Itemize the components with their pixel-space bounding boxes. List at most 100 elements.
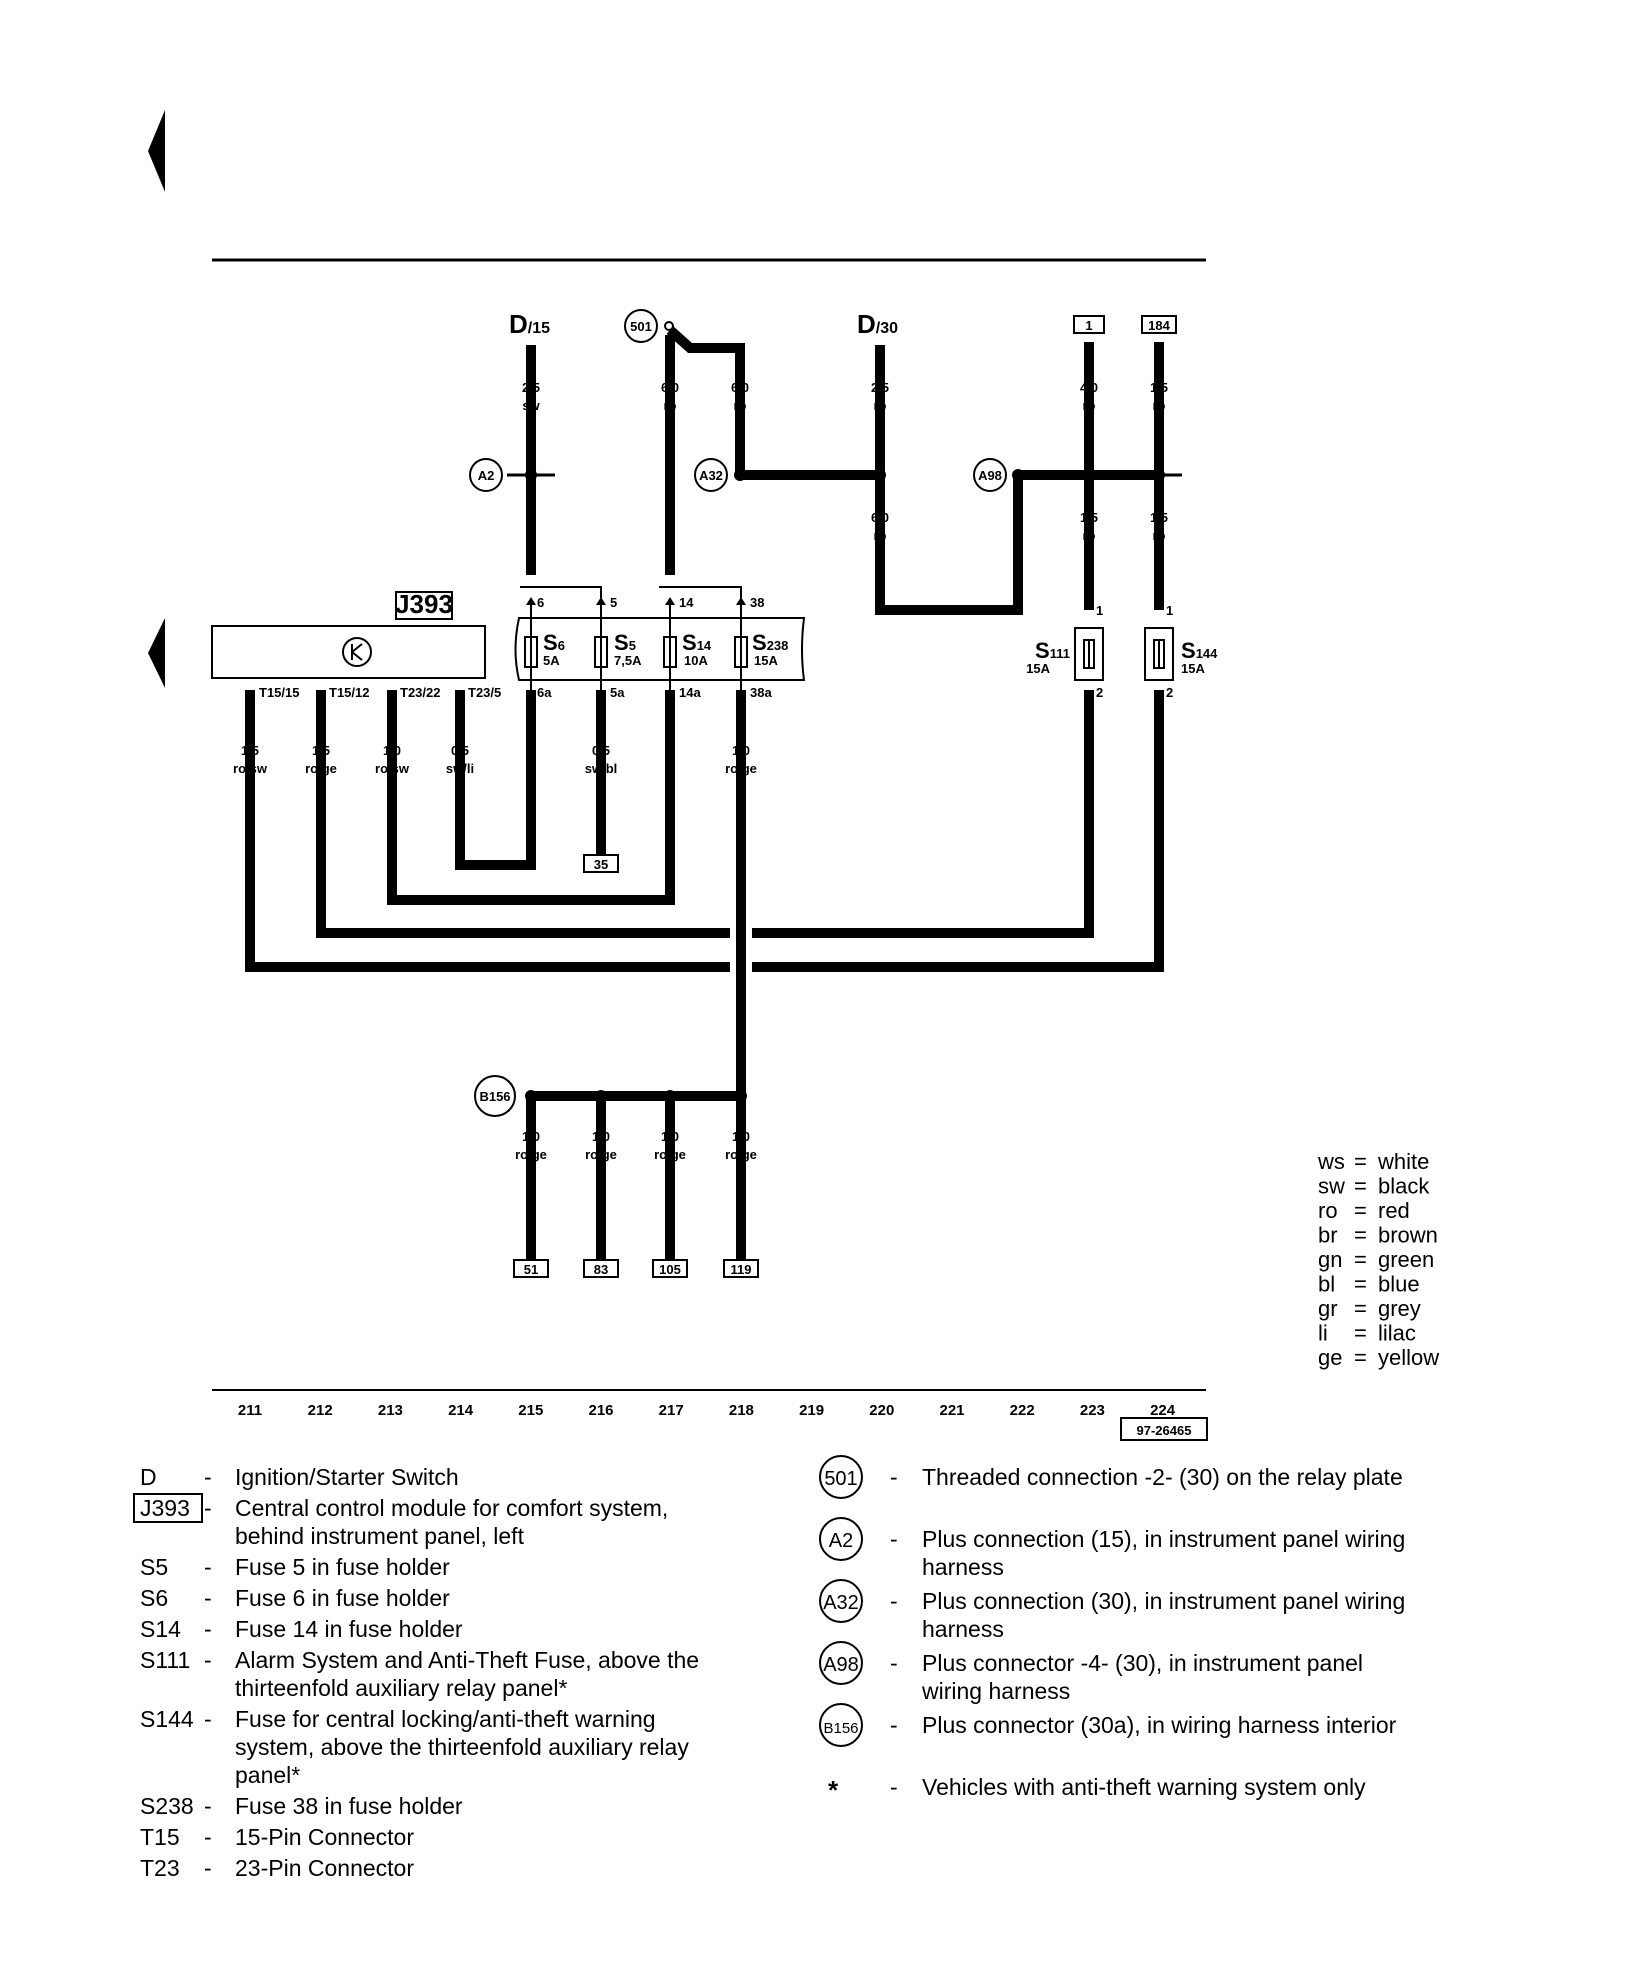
- previous-page-arrow-icon[interactable]: [148, 110, 165, 192]
- electronic-module-icon: [342, 637, 372, 667]
- svg-text:1,5: 1,5: [241, 743, 259, 758]
- color-code-abbrev: ws: [1317, 1149, 1345, 1174]
- svg-text:S111: S111: [1035, 638, 1070, 663]
- legend-key: T15: [140, 1824, 180, 1850]
- ref-box-119: 119: [723, 1259, 759, 1278]
- legend-item: A32-Plus connection (30), in instrument …: [819, 1579, 1405, 1642]
- wire-labels: 2,5sw 6,0ro 6,0ro 2,5ro 4,0ro 1,5ro 6,0r…: [233, 380, 1168, 1162]
- color-code-name: green: [1378, 1247, 1434, 1272]
- color-code-equals: =: [1354, 1247, 1367, 1272]
- ignition-switch-d15-label: D/15: [509, 309, 550, 339]
- legend-item: J393-Central control module for comfort …: [133, 1493, 668, 1549]
- svg-text:S6: S6: [543, 630, 565, 655]
- legend-dash: -: [204, 1616, 212, 1642]
- svg-text:1,5: 1,5: [1080, 510, 1098, 525]
- svg-text:38: 38: [750, 595, 764, 610]
- axis-tick-label: 224: [1150, 1402, 1176, 1419]
- color-code-abbrev: br: [1318, 1223, 1338, 1248]
- legend-key: S5: [140, 1554, 168, 1580]
- svg-text:6,0: 6,0: [661, 380, 679, 395]
- axis-tick-label: 212: [308, 1402, 333, 1419]
- svg-text:1,5: 1,5: [1150, 380, 1168, 395]
- svg-text:1: 1: [1166, 603, 1173, 618]
- legend-item: S14-Fuse 14 in fuse holder: [140, 1616, 463, 1642]
- legend-item: A2-Plus connection (15), in instrument p…: [819, 1517, 1405, 1580]
- legend-desc: Vehicles with anti-theft warning system …: [922, 1774, 1366, 1800]
- svg-text:1: 1: [1096, 603, 1103, 618]
- module-pins: T15/15 T15/12 T23/22 T23/5: [245, 685, 501, 700]
- svg-text:A98: A98: [978, 468, 1002, 483]
- axis-tick-label: 216: [588, 1402, 613, 1419]
- axis-tick-label: 220: [869, 1402, 894, 1419]
- ref-box-51: 51: [513, 1259, 549, 1278]
- svg-text:6: 6: [537, 595, 544, 610]
- svg-text:1,0: 1,0: [732, 743, 750, 758]
- legend-key: S144: [140, 1706, 194, 1732]
- color-code-name: black: [1378, 1174, 1430, 1199]
- svg-text:0,5: 0,5: [451, 743, 469, 758]
- svg-text:2: 2: [1096, 685, 1103, 700]
- color-code-abbrev: bl: [1318, 1272, 1335, 1297]
- color-code-name: blue: [1378, 1272, 1420, 1297]
- legend-item: S111-Alarm System and Anti-Theft Fuse, a…: [140, 1647, 699, 1701]
- color-code-name: white: [1377, 1149, 1429, 1174]
- svg-text:ro/sw: ro/sw: [233, 761, 268, 776]
- connector-a2: A2: [469, 458, 503, 492]
- svg-text:38a: 38a: [750, 685, 772, 700]
- legend-desc: Threaded connection -2- (30) on the rela…: [922, 1464, 1403, 1490]
- svg-text:T23/5: T23/5: [468, 685, 501, 700]
- svg-text:6,0: 6,0: [871, 510, 889, 525]
- svg-text:1,5: 1,5: [1150, 510, 1168, 525]
- fuse-s144: 1 S144 15A 2: [1144, 597, 1218, 700]
- svg-text:ro: ro: [664, 398, 677, 413]
- left-arrow-icon[interactable]: [148, 618, 165, 688]
- axis-tick-label: 214: [448, 1402, 474, 1419]
- svg-text:4,0: 4,0: [1080, 380, 1098, 395]
- svg-text:ro: ro: [874, 528, 887, 543]
- color-code-equals: =: [1354, 1174, 1367, 1199]
- svg-text:5a: 5a: [610, 685, 625, 700]
- svg-text:ro: ro: [1083, 398, 1096, 413]
- color-code-legend: ws=whitesw=blackro=redbr=browngn=greenbl…: [1317, 1149, 1439, 1370]
- legend-key: S6: [140, 1585, 168, 1611]
- legend-dash: -: [890, 1588, 898, 1614]
- color-code-equals: =: [1354, 1321, 1367, 1346]
- legend-desc: harness: [922, 1554, 1004, 1580]
- legend-desc: 15-Pin Connector: [235, 1824, 414, 1850]
- legend-item: S5-Fuse 5 in fuse holder: [140, 1554, 450, 1580]
- legend-key: J393: [140, 1495, 190, 1521]
- svg-text:14: 14: [679, 595, 694, 610]
- svg-text:97-26465: 97-26465: [1137, 1423, 1192, 1438]
- svg-text:14a: 14a: [679, 685, 701, 700]
- svg-text:184: 184: [1148, 318, 1170, 333]
- legend-key: 501: [824, 1468, 857, 1490]
- color-code-abbrev: gn: [1318, 1247, 1342, 1272]
- color-code-abbrev: li: [1318, 1321, 1328, 1346]
- legend-dash: -: [890, 1774, 898, 1800]
- legend-desc: behind instrument panel, left: [235, 1523, 525, 1549]
- svg-text:35: 35: [594, 857, 608, 872]
- legend-item: B156-Plus connector (30a), in wiring har…: [819, 1703, 1397, 1747]
- legend-key: A2: [829, 1530, 853, 1552]
- svg-text:ro/ge: ro/ge: [654, 1147, 686, 1162]
- svg-text:5: 5: [610, 595, 617, 610]
- svg-text:A32: A32: [699, 468, 723, 483]
- legend-key: S14: [140, 1616, 181, 1642]
- axis-tick-label: 211: [238, 1402, 262, 1419]
- svg-text:T23/22: T23/22: [400, 685, 440, 700]
- axis-tick-label: 221: [939, 1402, 964, 1419]
- svg-text:10A: 10A: [684, 653, 708, 668]
- legend-key: A98: [823, 1654, 859, 1676]
- ref-box-35: 35: [583, 854, 619, 873]
- legend-desc: Plus connection (15), in instrument pane…: [922, 1526, 1405, 1552]
- svg-text:2: 2: [1166, 685, 1173, 700]
- legend-dash: -: [204, 1824, 212, 1850]
- legend-desc: Fuse 14 in fuse holder: [235, 1616, 463, 1642]
- svg-text:15A: 15A: [1181, 661, 1205, 676]
- svg-text:ro: ro: [874, 398, 887, 413]
- color-code-abbrev: ge: [1318, 1345, 1342, 1370]
- legend-desc: Fuse 5 in fuse holder: [235, 1554, 450, 1580]
- legend-item: T15-15-Pin Connector: [140, 1824, 414, 1850]
- legend-item: S238-Fuse 38 in fuse holder: [140, 1793, 463, 1819]
